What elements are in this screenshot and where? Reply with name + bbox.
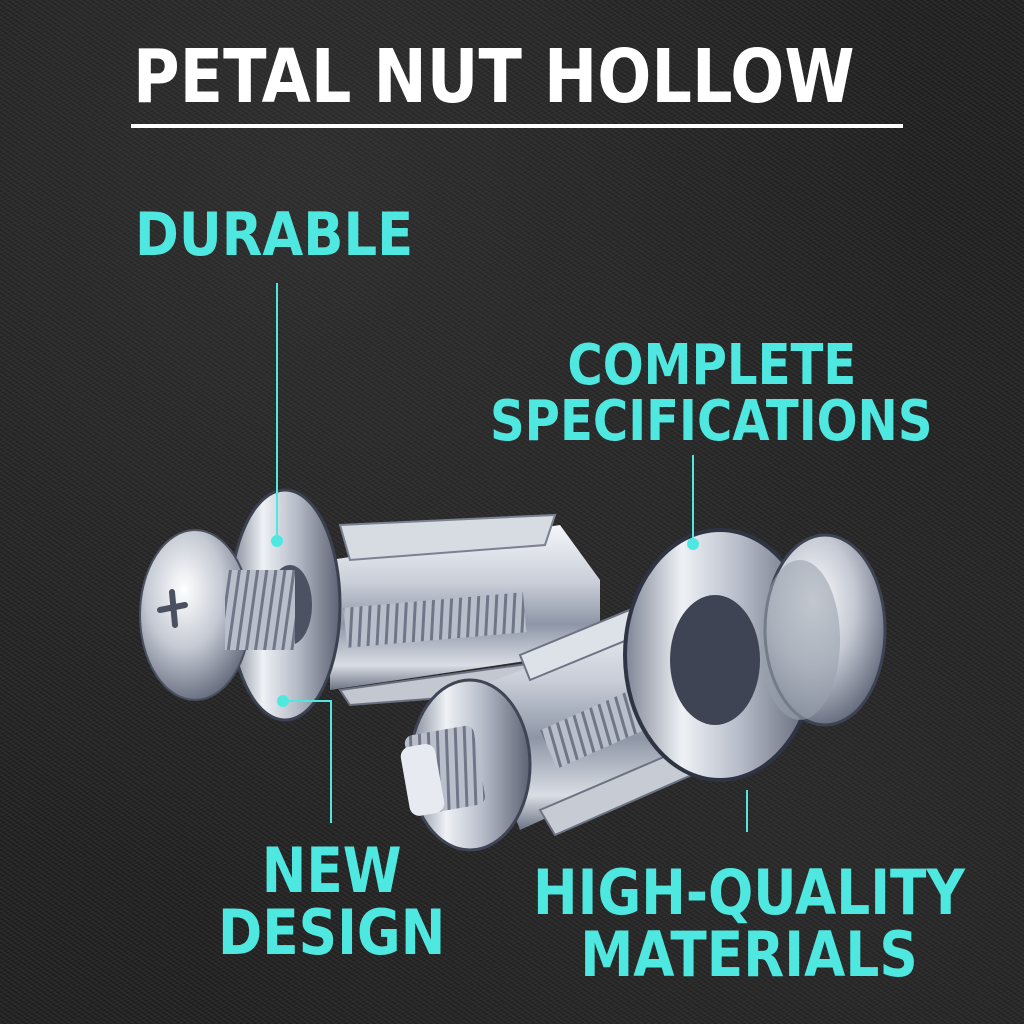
callout-dot-durable [271, 535, 283, 547]
callout-dot-complete-specifications [687, 538, 699, 550]
callout-line-durable [276, 283, 278, 538]
feature-text-line: HIGH-QUALITY [533, 856, 966, 929]
page-title: PETAL NUT HOLLOW [133, 34, 855, 120]
right-anchor [400, 528, 887, 852]
feature-label-high-quality-materials: HIGH-QUALITY MATERIALS [533, 862, 965, 986]
feature-label-new-design: NEW DESIGN [218, 840, 445, 964]
feature-text-line: DESIGN [218, 896, 446, 969]
feature-text-line: MATERIALS [580, 918, 918, 991]
feature-text-line: DURABLE [135, 200, 414, 270]
feature-text-line: COMPLETE [567, 333, 857, 398]
feature-label-durable: DURABLE [135, 205, 413, 265]
feature-text-line: NEW [261, 834, 402, 907]
feature-text-line: SPECIFICATIONS [490, 389, 933, 454]
callout-line-high-quality-materials [746, 790, 748, 832]
callout-line-new-design-horizontal [283, 700, 331, 702]
callout-line-complete-specifications [692, 455, 694, 543]
feature-label-complete-specifications: COMPLETE SPECIFICATIONS [490, 338, 933, 450]
left-anchor [139, 488, 600, 722]
callout-line-new-design-vertical [330, 700, 332, 823]
title-underline [131, 124, 903, 128]
